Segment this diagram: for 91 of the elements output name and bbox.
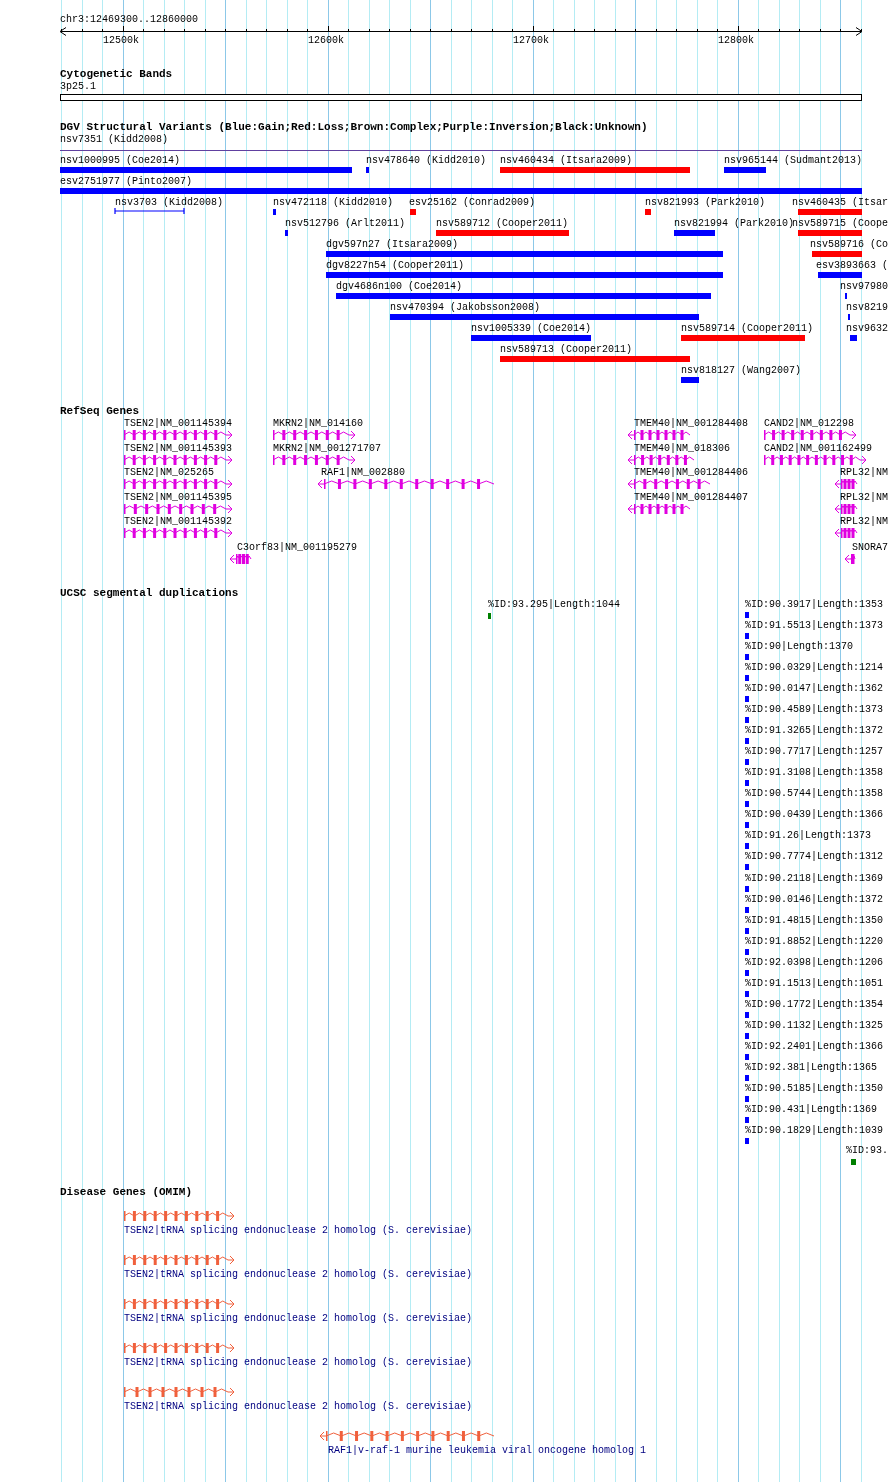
gene-label: MKRN2|NM_014160 — [273, 418, 363, 430]
duplication-label: %ID:90.2118|Length:1369 — [745, 873, 884, 885]
duplication-label: %ID:90.1772|Length:1354 — [745, 999, 884, 1011]
duplication-label: %ID:91.3108|Length:1358 — [745, 767, 884, 779]
duplication-label: %ID:91.3265|Length:1372 — [745, 725, 884, 737]
duplication-label: %ID:90.4589|Length:1373 — [745, 704, 884, 716]
variant-label: nsv9632 — [846, 323, 888, 335]
gene-label: MKRN2|NM_001271707 — [273, 443, 382, 455]
gene-label: TMEM40|NM_001284407 — [634, 492, 749, 504]
variant-label: nsv460434 (Itsara2009) — [500, 155, 633, 167]
variant-label: dgv597n27 (Itsara2009) — [326, 239, 459, 251]
disease-gene-label: TSEN2|tRNA splicing endonuclease 2 homolog (S. cerevisiae) — [124, 1401, 473, 1413]
duplication-label: %ID:90.0329|Length:1214 — [745, 662, 884, 674]
variant-label: nsv478640 (Kidd2010) — [366, 155, 487, 167]
gene-label: SNORA7 — [852, 542, 888, 554]
gene-label: TMEM40|NM_018306 — [634, 443, 730, 455]
variant-label: nsv589712 (Cooper2011) — [436, 218, 569, 230]
duplication-label: %ID:92.0398|Length:1206 — [745, 957, 884, 969]
disease-gene-label: TSEN2|tRNA splicing endonuclease 2 homolog (S. cerevisiae) — [124, 1225, 473, 1237]
variant-label: nsv1000995 (Coe2014) — [60, 155, 181, 167]
position-label: chr3:12469300..12860000 — [60, 14, 199, 26]
variant-label: nsv589713 (Cooper2011) — [500, 344, 633, 356]
track-title: RefSeq Genes — [60, 405, 140, 417]
duplication-label: %ID:90.5185|Length:1350 — [745, 1083, 884, 1095]
disease-gene-label: TSEN2|tRNA splicing endonuclease 2 homolog (S. cerevisiae) — [124, 1313, 473, 1325]
gene-label: TMEM40|NM_001284406 — [634, 467, 749, 479]
variant-label: nsv470394 (Jakobsson2008) — [390, 302, 541, 314]
variant-label: esv3893663 ( — [816, 260, 888, 272]
duplication-label: %ID:90.5744|Length:1358 — [745, 788, 884, 800]
gene-label: TSEN2|NM_001145392 — [124, 516, 233, 528]
variant-label: nsv460435 (Itsar — [792, 197, 888, 209]
variant-label: dgv8227n54 (Cooper2011) — [326, 260, 465, 272]
variant-label: nsv818127 (Wang2007) — [681, 365, 802, 377]
duplication-label: %ID:90.1829|Length:1039 — [745, 1125, 884, 1137]
duplication-label: %ID:93.295|Length:1044 — [488, 599, 621, 611]
variant-label: nsv97980 — [840, 281, 888, 293]
variant-label: nsv589715 (Coope — [792, 218, 888, 230]
duplication-label: %ID:90.3917|Length:1353 — [745, 599, 884, 611]
variant-label: nsv512796 (Arlt2011) — [285, 218, 406, 230]
variant-label: esv25162 (Conrad2009) — [409, 197, 536, 209]
track-title: UCSC segmental duplications — [60, 587, 239, 599]
axis-tick-label: 12500k — [103, 35, 139, 47]
gene-label: RAF1|NM_002880 — [321, 467, 405, 479]
gene-label: TSEN2|NM_025265 — [124, 467, 214, 479]
duplication-label: %ID:90.7774|Length:1312 — [745, 851, 884, 863]
track-title: DGV Structural Variants (Blue:Gain;Red:Loss;Brown:Complex;Purple:Inversion;Black:Unknown) — [60, 121, 648, 133]
gene-label: C3orf83|NM_001195279 — [237, 542, 358, 554]
variant-label: nsv821993 (Park2010) — [645, 197, 766, 209]
axis-tick-label: 12800k — [718, 35, 754, 47]
variant-label: nsv589716 (Co — [810, 239, 888, 251]
duplication-label: %ID:91.1513|Length:1051 — [745, 978, 884, 990]
duplication-label: %ID:93. — [846, 1145, 888, 1157]
gene-label: RPL32|NM — [840, 516, 888, 528]
duplication-label: %ID:90.0439|Length:1366 — [745, 809, 884, 821]
gene-label: CAND2|NM_012298 — [764, 418, 854, 430]
duplication-label: %ID:92.381|Length:1365 — [745, 1062, 878, 1074]
disease-gene-label: RAF1|v-raf-1 murine leukemia viral oncogene homolog 1 — [328, 1445, 647, 1457]
gene-label: TMEM40|NM_001284408 — [634, 418, 749, 430]
variant-label: nsv965144 (Sudmant2013) — [724, 155, 863, 167]
gene-label: TSEN2|NM_001145393 — [124, 443, 233, 455]
duplication-label: %ID:92.2401|Length:1366 — [745, 1041, 884, 1053]
variant-label: nsv7351 (Kidd2008) — [60, 134, 169, 146]
track-title: Cytogenetic Bands — [60, 68, 173, 80]
gene-label: RPL32|NM — [840, 492, 888, 504]
band-label: 3p25.1 — [60, 81, 96, 93]
disease-gene-label: TSEN2|tRNA splicing endonuclease 2 homolog (S. cerevisiae) — [124, 1357, 473, 1369]
duplication-label: %ID:91.4815|Length:1350 — [745, 915, 884, 927]
track-title: Disease Genes (OMIM) — [60, 1186, 193, 1198]
variant-label: dgv4686n100 (Coe2014) — [336, 281, 463, 293]
duplication-label: %ID:90.1132|Length:1325 — [745, 1020, 884, 1032]
duplication-label: %ID:91.8852|Length:1220 — [745, 936, 884, 948]
variant-label: nsv589714 (Cooper2011) — [681, 323, 814, 335]
gene-label: RPL32|NM — [840, 467, 888, 479]
duplication-label: %ID:90.7717|Length:1257 — [745, 746, 884, 758]
gene-label: CAND2|NM_001162499 — [764, 443, 873, 455]
axis-tick-label: 12700k — [513, 35, 549, 47]
variant-label: nsv1005339 (Coe2014) — [471, 323, 592, 335]
duplication-label: %ID:90.0146|Length:1372 — [745, 894, 884, 906]
variant-label: nsv8219 — [846, 302, 888, 314]
duplication-label: %ID:90|Length:1370 — [745, 641, 854, 653]
disease-gene-label: TSEN2|tRNA splicing endonuclease 2 homolog (S. cerevisiae) — [124, 1269, 473, 1281]
variant-label: esv2751977 (Pinto2007) — [60, 176, 193, 188]
duplication-label: %ID:91.26|Length:1373 — [745, 830, 872, 842]
gene-label: TSEN2|NM_001145394 — [124, 418, 233, 430]
axis-tick-label: 12600k — [308, 35, 344, 47]
variant-label: nsv472118 (Kidd2010) — [273, 197, 394, 209]
duplication-label: %ID:90.431|Length:1369 — [745, 1104, 878, 1116]
variant-label: nsv3703 (Kidd2008) — [115, 197, 224, 209]
duplication-label: %ID:90.0147|Length:1362 — [745, 683, 884, 695]
duplication-label: %ID:91.5513|Length:1373 — [745, 620, 884, 632]
gene-label: TSEN2|NM_001145395 — [124, 492, 233, 504]
